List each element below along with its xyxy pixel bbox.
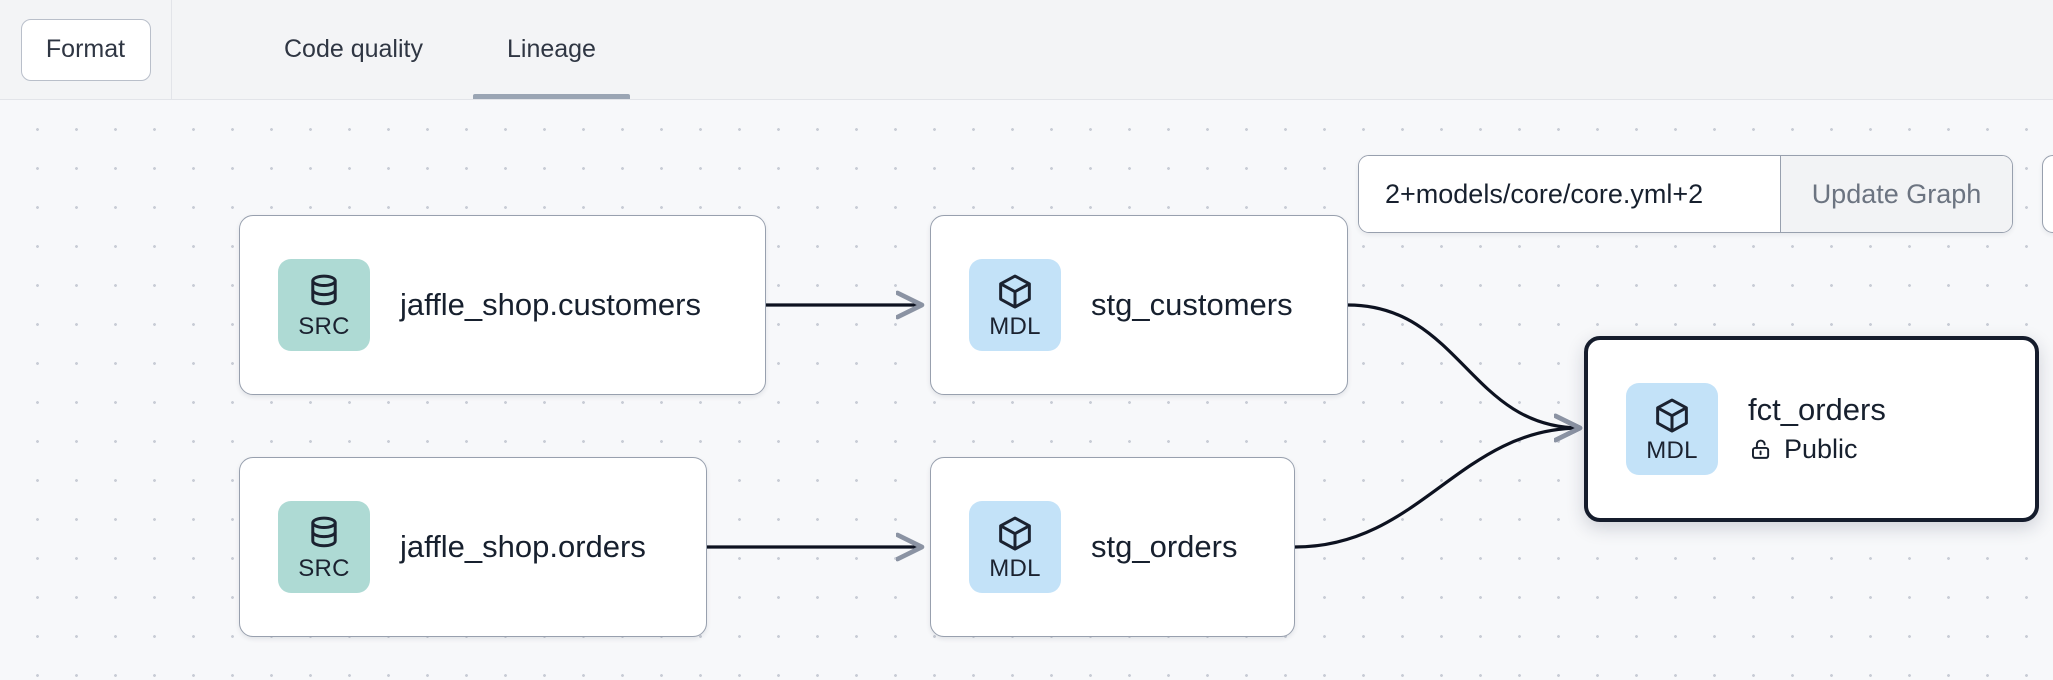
unlock-icon <box>1752 439 1770 459</box>
database-icon <box>311 516 337 548</box>
edge-stg-customers-to-fct-orders <box>1347 303 1580 428</box>
node-title: stg_customers <box>1091 286 1293 322</box>
database-icon <box>311 274 337 306</box>
tab-active-underline <box>472 94 630 99</box>
top-toolbar: Format Code quality Lineage <box>0 0 2053 100</box>
node-badge-label: SRC <box>298 555 350 582</box>
node-visibility-label: Public <box>1784 433 1858 464</box>
node-title: fct_orders <box>1748 392 1886 428</box>
lineage-node-stg-orders[interactable]: MDL stg_orders <box>930 457 1295 637</box>
dbt-selector-input[interactable] <box>1359 156 1780 232</box>
node-badge-label: MDL <box>989 555 1041 582</box>
tab-code-quality[interactable]: Code quality <box>242 0 465 99</box>
toolbar-left-section: Format <box>0 0 172 99</box>
format-button[interactable]: Format <box>20 18 151 81</box>
node-badge-label: SRC <box>298 313 350 340</box>
node-badge-label: MDL <box>989 313 1041 340</box>
update-graph-button[interactable]: Update Graph <box>1780 156 2012 232</box>
cube-icon <box>999 274 1031 309</box>
tab-code-quality-label: Code quality <box>284 35 423 63</box>
node-badge-label: MDL <box>1646 437 1698 464</box>
graph-selector-bar: Update Graph <box>1358 155 2013 233</box>
lineage-node-stg-customers[interactable]: MDL stg_customers <box>930 215 1348 395</box>
node-badge-mdl: MDL <box>969 501 1061 593</box>
lineage-node-fct-orders[interactable]: MDL fct_orders Public <box>1584 336 2039 522</box>
node-visibility: Public <box>1748 434 1886 465</box>
node-badge-src: SRC <box>278 501 370 593</box>
cube-icon <box>1656 398 1688 433</box>
node-text-block: jaffle_shop.orders <box>400 528 646 564</box>
edge-stg-orders-to-fct-orders <box>1294 428 1580 549</box>
lineage-node-jaffle-shop-customers[interactable]: SRC jaffle_shop.customers <box>239 215 766 395</box>
tab-lineage[interactable]: Lineage <box>465 0 638 99</box>
lineage-node-jaffle-shop-orders[interactable]: SRC jaffle_shop.orders <box>239 457 707 637</box>
node-text-block: fct_orders Public <box>1748 393 1886 464</box>
node-text-block: stg_orders <box>1091 528 1238 564</box>
node-badge-mdl: MDL <box>1626 383 1718 475</box>
tab-lineage-label: Lineage <box>506 35 596 63</box>
node-badge-mdl: MDL <box>969 259 1061 351</box>
node-text-block: jaffle_shop.customers <box>400 286 701 322</box>
lineage-canvas[interactable]: SRC jaffle_shop.customers MDL stg_custom… <box>0 100 2053 680</box>
offscreen-control-panel[interactable] <box>2042 155 2053 233</box>
node-title: jaffle_shop.customers <box>400 286 701 322</box>
node-text-block: stg_customers <box>1091 286 1293 322</box>
node-badge-src: SRC <box>278 259 370 351</box>
node-title: stg_orders <box>1091 528 1238 564</box>
node-title: jaffle_shop.orders <box>400 528 646 564</box>
cube-icon <box>999 516 1031 551</box>
tab-bar: Code quality Lineage <box>172 0 638 99</box>
